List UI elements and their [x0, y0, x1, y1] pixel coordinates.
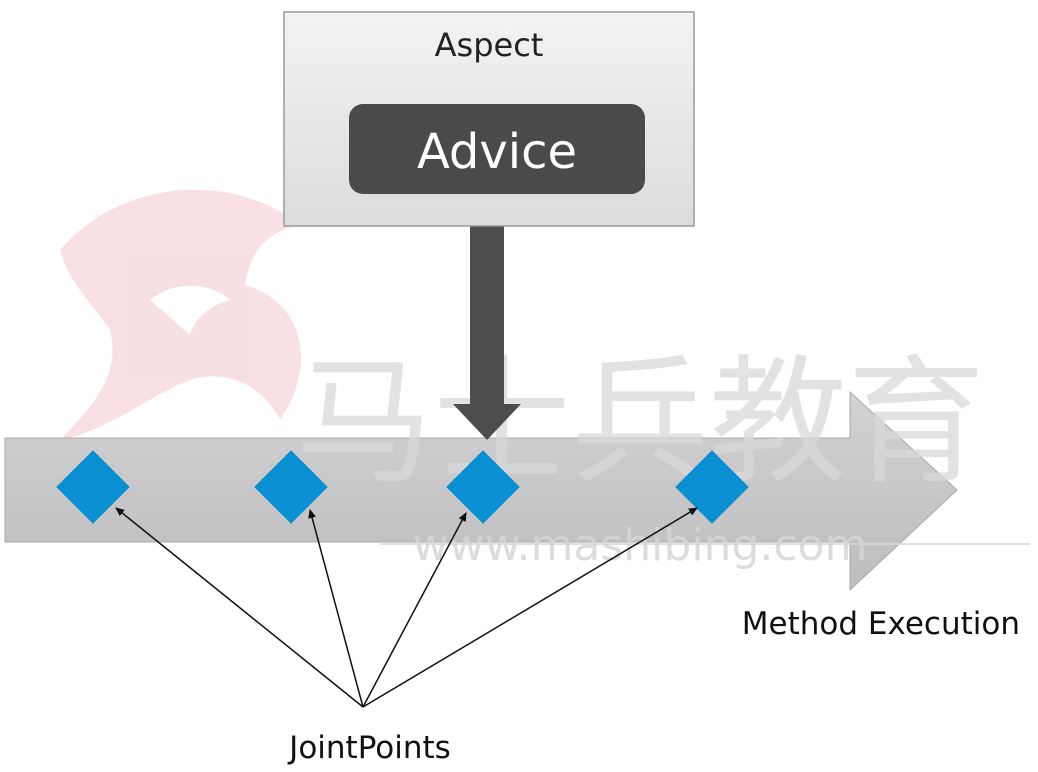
- advice-down-arrow: [453, 226, 521, 440]
- jointpoint-diamond: [254, 450, 328, 524]
- watermark-logo-icon: [60, 189, 302, 440]
- jointpoint-pointers: [115, 507, 698, 708]
- watermark-url: www.mashibing.com: [413, 520, 868, 571]
- jointpoint-diamond: [675, 450, 749, 524]
- method-execution-label: Method Execution: [742, 606, 1020, 642]
- jointpoints-label: JointPoints: [287, 730, 451, 766]
- watermark-brand: 马士兵教育: [295, 342, 985, 503]
- jointpoint-diamond: [446, 450, 520, 524]
- jointpoint-diamond: [56, 450, 130, 524]
- aspect-title: Aspect: [435, 26, 544, 64]
- advice-box: Advice: [349, 104, 645, 194]
- advice-label: Advice: [417, 124, 577, 180]
